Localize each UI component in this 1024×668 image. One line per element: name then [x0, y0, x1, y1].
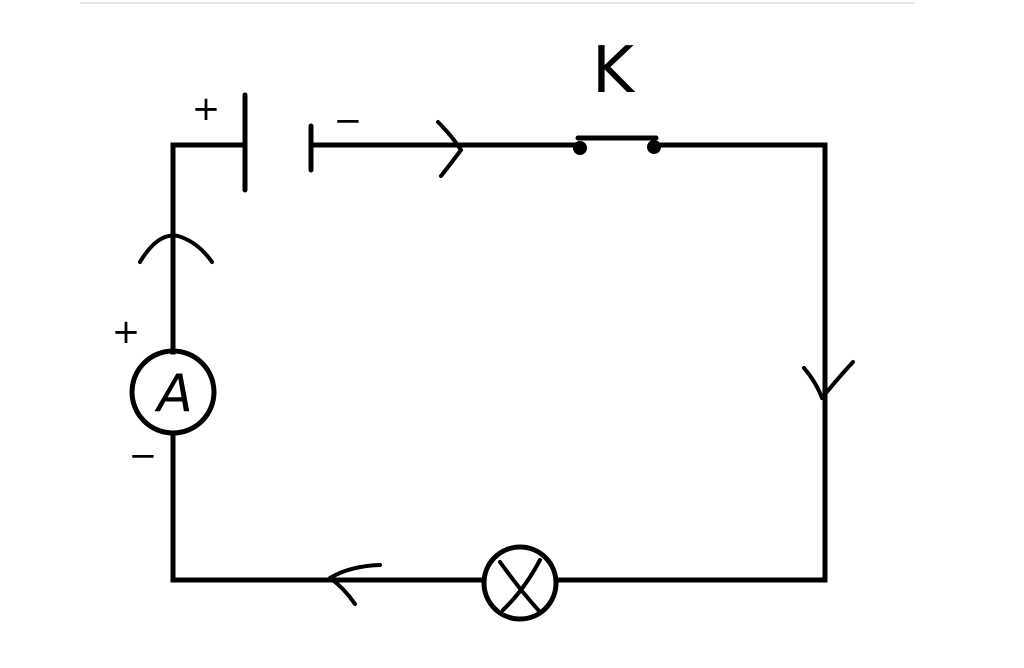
- ammeter-minus-sign: −: [129, 436, 158, 476]
- lamp-cross-icon: [498, 558, 542, 614]
- arrow-up-icon: [138, 233, 214, 264]
- ammeter-circle: [129, 348, 217, 436]
- ammeter-label: A: [154, 364, 193, 424]
- arrow-left-icon: [328, 563, 382, 606]
- arrow-right-icon: [436, 120, 463, 178]
- battery-plus-sign: +: [192, 89, 221, 129]
- switch-terminal-right: [647, 140, 661, 154]
- lamp-circle: [481, 544, 559, 622]
- battery-minus-sign: −: [334, 101, 363, 141]
- arrow-down-icon: [802, 360, 855, 400]
- switch-terminal-left: [573, 141, 587, 155]
- ammeter-plus-sign: +: [112, 312, 141, 352]
- switch-label: K: [592, 34, 636, 108]
